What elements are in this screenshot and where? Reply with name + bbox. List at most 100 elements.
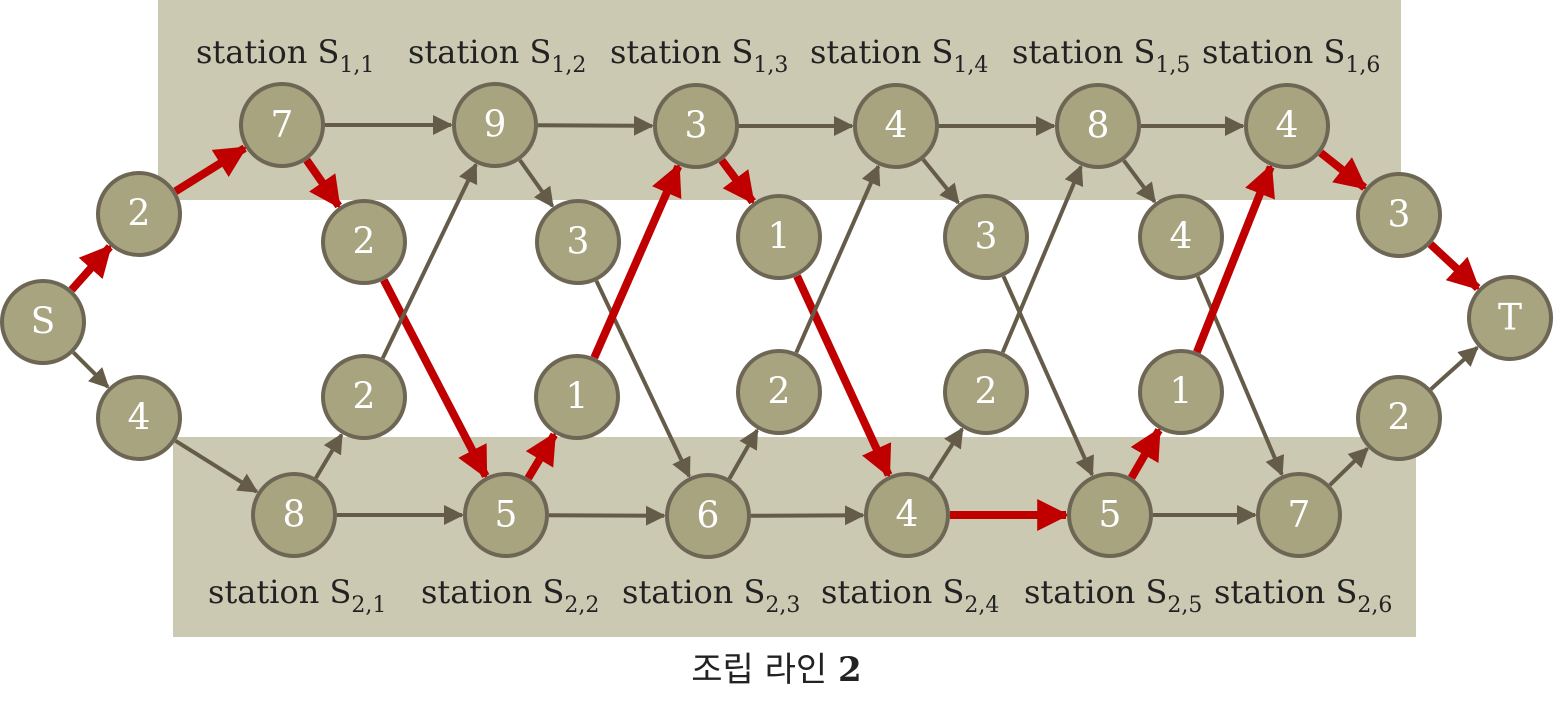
node-circle-t2_5: [1138, 349, 1224, 435]
edge-S-to-e2: [71, 350, 110, 389]
node-label-a1_3: 3: [685, 106, 708, 147]
node-label-t2_3: 2: [768, 372, 791, 413]
node-circle-a2_5: [1067, 472, 1153, 558]
edge-a2_3-to-a2_4: [750, 505, 865, 526]
node-a1_6: 4: [1244, 83, 1330, 169]
node-label-a2_1: 8: [283, 495, 306, 536]
edge-a2_3-to-t2_3: [727, 428, 759, 480]
node-circle-t2_3: [736, 349, 822, 435]
edge-a2_5-to-t2_5-optimal: [1128, 427, 1163, 480]
station-label-2-1: station S2,1: [208, 573, 386, 618]
edge-a2_2-to-a2_3: [548, 505, 666, 526]
node-t2_3: 2: [736, 349, 822, 435]
node-circle-T: [1467, 275, 1553, 361]
node-circle-a1_3: [653, 83, 739, 169]
edge-a2_2-to-t2_2-optimal: [524, 431, 558, 481]
node-circle-a1_5: [1055, 83, 1141, 169]
station-label-2-3: station S2,3: [622, 573, 800, 618]
edge-S-to-e1-optimal: [68, 244, 113, 293]
node-label-a1_1: 7: [271, 105, 294, 146]
node-label-x1: 3: [1388, 195, 1411, 236]
diagram-caption: 조립 라인 2: [0, 642, 1553, 691]
node-label-a1_5: 8: [1087, 106, 1110, 147]
node-a1_4: 4: [853, 83, 939, 169]
station-label-2-6: station S2,6: [1214, 573, 1392, 618]
edges-layer: [68, 115, 1481, 531]
node-S: S: [0, 279, 86, 365]
node-t1_2: 3: [535, 199, 621, 285]
edge-t2_5-to-a1_6-optimal: [1193, 163, 1275, 354]
node-label-a1_6: 4: [1276, 106, 1299, 147]
edge-t2_4-to-a1_5: [1000, 164, 1084, 354]
node-circle-a2_4: [864, 472, 950, 558]
station-labels: station S1,1 station S1,2 station S1,3 s…: [196, 33, 1392, 618]
node-circle-t1_5: [1138, 194, 1224, 280]
node-circle-t1_2: [535, 199, 621, 285]
node-circle-a1_2: [452, 82, 538, 168]
node-a2_6: 7: [1256, 472, 1342, 558]
node-label-a1_4: 4: [885, 106, 908, 147]
node-circle-a1_4: [853, 83, 939, 169]
node-circle-e1: [96, 171, 182, 257]
assembly-line-diagram: S T 2 4 3 2 7 9 3 4 8 4 8 5 6 4 5 7 2 3 1 3 4 2 1 2 2 1 station S1,…: [0, 0, 1553, 637]
node-a2_4: 4: [864, 472, 950, 558]
caption-text: 조립 라인: [691, 650, 828, 690]
station-label-1-2: station S1,2: [408, 33, 586, 78]
edge-a2_6-to-x2: [1328, 447, 1369, 487]
node-a1_5: 8: [1055, 83, 1141, 169]
line-1-band: [158, 0, 1401, 200]
node-e1: 2: [96, 171, 182, 257]
node-label-t1_3: 1: [768, 217, 791, 258]
node-label-e2: 4: [128, 398, 151, 439]
node-t1_4: 3: [943, 194, 1029, 280]
edge-a1_3-to-t1_3-optimal: [718, 158, 756, 205]
node-t2_5: 1: [1138, 349, 1224, 435]
node-circle-e2: [96, 375, 182, 461]
node-t1_3: 1: [736, 194, 822, 280]
node-label-a2_6: 7: [1288, 495, 1311, 536]
caption-number: 2: [838, 650, 862, 690]
node-circle-a2_1: [251, 472, 337, 558]
node-label-t2_1: 2: [353, 377, 376, 418]
node-label-T: T: [1498, 298, 1522, 339]
node-label-t1_4: 3: [975, 217, 998, 258]
station-label-1-6: station S1,6: [1202, 33, 1380, 78]
station-label-2-2: station S2,2: [421, 573, 599, 618]
edge-a1_2-to-a1_3: [537, 115, 654, 136]
station-label-1-1: station S1,1: [196, 33, 374, 78]
line-2-band: [173, 437, 1416, 637]
node-label-t2_2: 1: [566, 377, 589, 418]
edge-e1-to-a1_1-optimal: [173, 144, 248, 195]
node-label-t2_4: 2: [975, 372, 998, 413]
node-label-t1_5: 4: [1170, 217, 1193, 258]
node-label-a2_4: 4: [896, 495, 919, 536]
node-circle-t2_4: [943, 349, 1029, 435]
node-label-a1_2: 9: [484, 105, 507, 146]
node-t1_5: 4: [1138, 194, 1224, 280]
node-a1_3: 3: [653, 83, 739, 169]
node-circle-S: [0, 279, 86, 365]
edge-a1_1-to-t1_1-optimal: [303, 157, 342, 209]
node-x2: 2: [1356, 375, 1442, 461]
node-circle-x1: [1356, 172, 1442, 258]
station-label-1-4: station S1,4: [810, 33, 988, 78]
edge-x2-to-T: [1429, 346, 1479, 391]
edge-t1_1-to-a2_2-optimal: [380, 278, 490, 479]
node-circle-a2_6: [1256, 472, 1342, 558]
node-t2_4: 2: [943, 349, 1029, 435]
edge-a1_5-to-t1_5: [1122, 159, 1157, 204]
node-label-a2_5: 5: [1099, 495, 1122, 536]
edge-x1-to-T-optimal: [1427, 241, 1481, 292]
node-a1_1: 7: [239, 82, 325, 168]
node-label-t1_1: 2: [353, 222, 376, 263]
node-circle-a1_6: [1244, 83, 1330, 169]
edge-a1_6-to-x1-optimal: [1318, 149, 1368, 191]
node-a2_1: 8: [251, 472, 337, 558]
station-label-1-5: station S1,5: [1012, 33, 1190, 78]
node-circle-t2_2: [534, 354, 620, 440]
edge-a2_1-to-t2_1: [314, 433, 344, 480]
node-label-a2_2: 5: [495, 495, 518, 536]
node-label-a2_3: 6: [697, 496, 720, 537]
edge-e2-to-a2_1: [174, 439, 259, 494]
node-T: T: [1467, 275, 1553, 361]
